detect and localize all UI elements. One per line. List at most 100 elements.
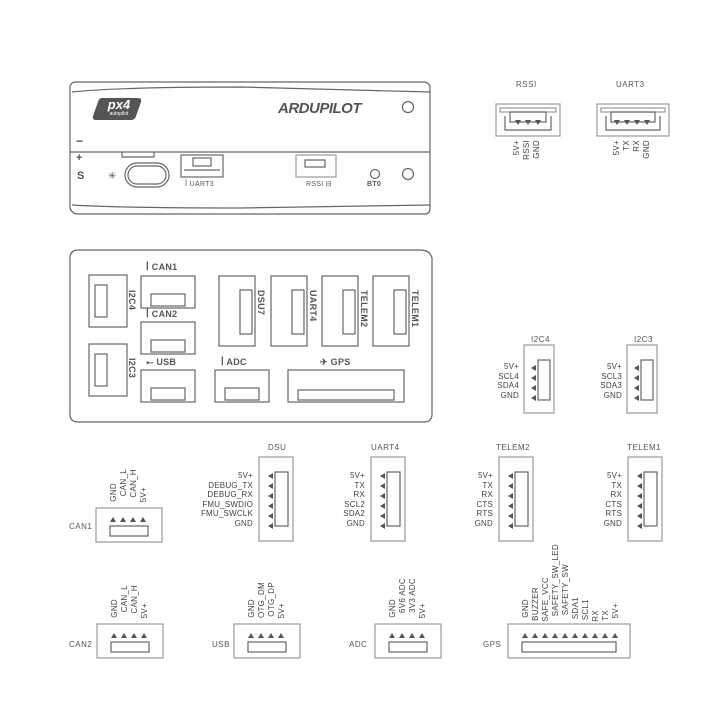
rear-dsu7-label: DSU7 [256,290,266,316]
gps-pinout-title: GPS [483,640,502,649]
usb-pin-gnd: GND [247,599,256,618]
i2c4-pin: SCL4 [498,371,519,381]
rear-telem1-label: TELEM1 [410,290,420,328]
can2-pinout-title: CAN2 [69,640,93,649]
front-uart3-text: UART3 [189,181,214,188]
rssi-icon: ⊟ [325,181,332,188]
rssi-pin-rssi: RSSI [522,140,531,160]
telem2-pin-list: 5V+ TX RX CTS RTS GND [475,471,493,529]
i2c3-pin: SCL3 [601,371,622,381]
rear-adc-label: ꟾ ADC [221,357,247,367]
uart4-pin-list: 5V+ TX RX SCL2 SDA2 GND [343,471,365,529]
dsu-pin: GND [234,518,253,528]
uart4-pinout-title: UART4 [371,443,400,452]
rear-usb-label: ⭠ USB [146,357,176,368]
gps-pin-5v: 5V+ [611,603,620,619]
power-minus-label: − [76,134,84,148]
px4-logo-subtext: autopilot [109,111,129,117]
satellite-icon: ✈ [320,357,328,367]
uart4-pin: RX [353,490,365,500]
gps-pin-sda1: SDA1 [571,597,580,620]
rssi-pin-gnd: GND [532,140,541,159]
can1-pin-canl: CAN_L [119,469,128,497]
can2-pin-gnd: GND [110,599,119,618]
rear-can2-label: ꟾ CAN2 [146,309,178,319]
telem2-pin: TX [482,480,493,490]
px4-logo-badge [92,98,142,120]
uart4-pin: GND [346,518,365,528]
telem2-pin: RTS [476,509,493,519]
rear-can1-text: CAN1 [151,262,178,272]
can1-pin-5v: 5V+ [139,487,148,503]
gps-pin-tx: TX [601,610,610,621]
usb-icon: ⭠ [146,357,154,367]
usb-pin-otgdp: OTG_DP [267,582,276,617]
ardupilot-logo: ARDUPILOT [278,100,362,117]
telem2-pin: 5V+ [477,471,493,480]
telem1-pin: 5V+ [606,471,622,480]
telem1-pin: RTS [605,509,622,519]
rear-telem2-label: TELEM2 [359,290,369,328]
telem2-pin: CTS [476,499,493,509]
dsu-pin: FMU_SWDIO [202,499,253,509]
rear-adc-text: ADC [226,357,247,367]
i2c4-pin: 5V+ [503,362,519,371]
uart4-pin: SDA2 [343,509,365,519]
px4-logo-text: px4 [107,97,131,112]
gps-pin-safe-vcc: SAFE_VCC [541,577,550,622]
front-uart3-label: ꟾ UART3 [185,180,214,188]
front-rssi-text: RSSI [306,181,324,188]
front-rssi-label: RSSI ⊟ [306,180,332,188]
gps-pin-scl1: SCL1 [581,599,590,621]
gps-pin-safety-sw: SAFETY_SW [561,564,570,616]
dsu-pin-list: 5V+ DEBUG_TX DEBUG_RX FMU_SWDIO FMU_SWCL… [201,471,253,529]
rssi-pinout-title: RSSI [516,80,537,89]
usb-pin-otgdm: OTG_DM [257,582,266,619]
power-signal-label: S [77,170,85,182]
uart3-pin-tx: TX [622,140,631,151]
uart3-pinout-title: UART3 [616,80,645,89]
uart3-connector [596,103,670,137]
gps-pin-rx: RX [591,610,600,622]
i2c3-pin: 5V+ [606,362,622,371]
rear-can1-label: ꟾ CAN1 [146,262,178,272]
can2-pin-canh: CAN_H [130,585,139,614]
adc-pinout-title: ADC [349,640,368,649]
gps-pin-gnd: GND [521,599,530,618]
i2c3-pinout-title: I2C3 [634,335,653,344]
gps-pin-buzzer: BUZZER [531,587,540,621]
i2c4-pin: GND [500,390,519,400]
power-plus-label: + [76,152,83,164]
px4-logo: px4 autopilot [98,97,140,117]
i2c3-pin-list: 5V+ SCL3 SDA3 GND [600,362,622,400]
gps-pin-safety-sw-led: SAFETY_SW_LED [551,544,560,617]
can2-pin-canl: CAN_L [120,585,129,613]
uart-icon: ꟾ [185,181,188,188]
uart3-pin-rx: RX [632,140,641,152]
i2c4-pin-list: 5V+ SCL4 SDA4 GND [497,362,519,400]
dsu-pinout-title: DSU [268,443,287,452]
dsu-pin: DEBUG_RX [207,490,253,500]
rear-uart4-label: UART4 [308,290,318,322]
i2c3-pin: SDA3 [600,381,622,391]
telem1-pin: RX [610,490,622,500]
i2c3-pin: GND [603,390,622,400]
telem1-pin: GND [603,518,622,528]
i2c4-pinout-title: I2C4 [531,335,550,344]
telem1-pinout-title: TELEM1 [627,443,662,452]
adc-pin-3v3: 3V3 ADC [408,578,417,614]
rear-gps-text: GPS [330,357,351,367]
rear-panel-outline [69,249,433,423]
rssi-pin-5v: 5V+ [512,140,521,156]
dsu-pin: FMU_SWCLK [200,509,253,519]
uart4-pin: 5V+ [349,471,365,480]
dsu-pin: 5V+ [237,471,253,480]
can1-pin-gnd: GND [109,483,118,502]
telem1-pin: CTS [605,499,622,509]
rear-gps-label: ✈ GPS [320,357,351,368]
usb-pinout-title: USB [212,640,230,649]
rear-can2-text: CAN2 [151,309,178,319]
telem2-pin: RX [481,490,493,500]
telem2-pinout-title: TELEM2 [496,443,531,452]
